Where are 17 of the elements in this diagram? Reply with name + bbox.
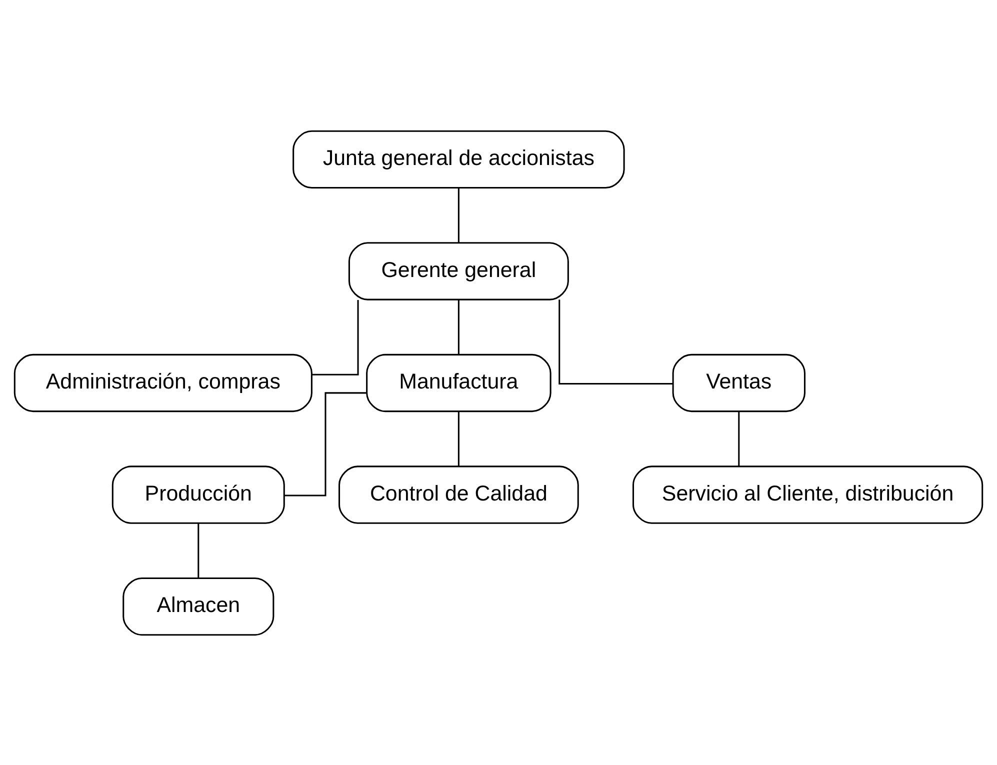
connector [738,411,740,466]
connector [558,299,673,384]
node-box: Almacen [122,576,274,636]
node-box: Junta general de accionistas [292,130,625,188]
connector [458,300,460,354]
node-box: Manufactura [366,353,552,412]
node-box: Servicio al Cliente, distribución [632,465,984,524]
connector [312,300,359,375]
node-box: Gerente general [348,242,569,300]
node-box: Administración, compras [14,353,312,412]
node-box: Ventas [672,353,806,412]
node-box: Producción [112,465,285,524]
connector [458,411,460,466]
connector [284,392,366,496]
node-box: Control de Calidad [338,465,579,524]
connector [198,523,200,578]
connector [458,188,460,242]
